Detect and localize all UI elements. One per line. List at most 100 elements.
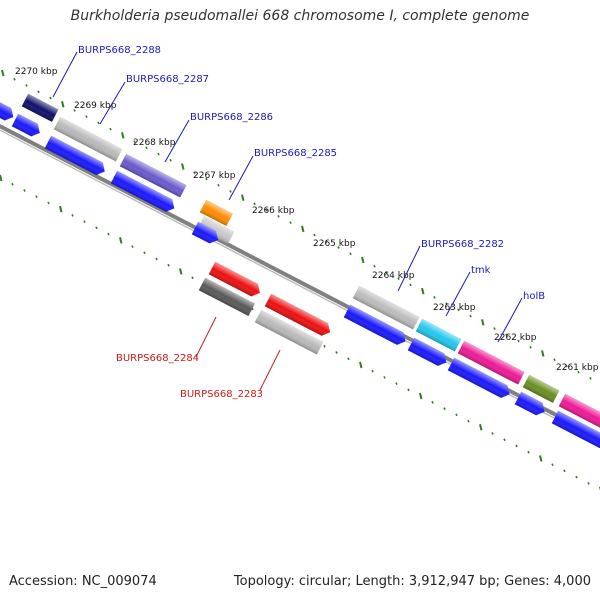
gene-label-burps668-2283[interactable]: BURPS668_2283	[180, 389, 263, 400]
tick-mark-inner	[11, 182, 14, 186]
leader-line-2285	[228, 155, 254, 201]
gene-burps668-2280[interactable]	[558, 393, 600, 434]
tick-mark-outer	[253, 202, 256, 206]
gene-features	[0, 93, 600, 451]
tick-label-2263: 2263 kbp	[433, 303, 476, 313]
tick-mark-inner	[35, 195, 38, 199]
leader-line-2287	[99, 81, 126, 125]
tick-mark-outer	[157, 152, 160, 156]
tick-mark-outer	[385, 271, 388, 274]
gene-label-tmk[interactable]: tmk	[471, 265, 491, 276]
tick-mark-inner	[383, 376, 386, 379]
tick-mark-inner	[359, 361, 363, 369]
tick-mark-inner	[143, 251, 146, 255]
tick-mark-inner	[479, 424, 483, 431]
gene-label-burps668-2287[interactable]: BURPS668_2287	[126, 74, 209, 85]
cds-arrow[interactable]	[447, 357, 513, 401]
tick-mark-inner	[587, 482, 590, 485]
tick-label-2270: 2270 kbp	[15, 67, 58, 77]
tick-mark-outer	[241, 194, 245, 201]
tick-mark-outer	[589, 377, 592, 380]
tick-mark-inner	[131, 245, 134, 248]
tick-mark-outer	[469, 314, 472, 318]
tick-label-2266: 2266 kbp	[252, 206, 295, 216]
tick-mark-outer	[421, 287, 425, 295]
leader-line-holB	[497, 297, 523, 343]
tick-mark-outer	[445, 302, 448, 305]
tick-mark-outer	[361, 256, 365, 264]
tick-label-2269: 2269 kbp	[74, 101, 117, 111]
tick-mark-outer	[61, 100, 65, 108]
tick-mark-inner	[443, 407, 446, 410]
tick-mark-inner	[503, 438, 506, 442]
tick-label-2265: 2265 kbp	[313, 239, 356, 249]
tick-mark-inner	[191, 276, 194, 280]
gene-label-burps668-2286[interactable]: BURPS668_2286	[190, 112, 273, 123]
gene-tmk[interactable]	[415, 318, 462, 352]
gene-label-burps668-2282[interactable]: BURPS668_2282	[421, 239, 504, 250]
tick-mark-outer	[181, 163, 185, 170]
cds-arrow[interactable]	[343, 304, 409, 348]
tick-mark-outer	[133, 140, 136, 143]
tick-mark-outer	[1, 69, 5, 77]
gene-burps668-2284[interactable]	[198, 277, 255, 317]
tick-mark-inner	[179, 268, 183, 275]
tick-mark-outer	[337, 246, 340, 249]
leader-line-2286	[164, 119, 190, 163]
accession-text: Accession: NC_009074	[9, 574, 157, 589]
tick-mark-outer	[145, 146, 148, 150]
tick-mark-outer	[565, 364, 568, 368]
gene-label-holb[interactable]: holB	[523, 291, 545, 302]
cds-arrow[interactable]	[407, 337, 450, 369]
gene-label-burps668-2288[interactable]: BURPS668_2288	[78, 45, 161, 56]
tick-mark-inner	[323, 344, 326, 348]
tick-mark-outer	[493, 327, 496, 330]
tick-mark-inner	[515, 444, 518, 448]
leader-line-2282	[397, 245, 421, 292]
tick-mark-outer	[481, 319, 485, 326]
cds-arrow[interactable]	[110, 170, 178, 215]
gene-burps668-2285[interactable]	[199, 199, 233, 227]
tick-mark-outer	[433, 296, 436, 299]
cds-arrow[interactable]	[551, 410, 600, 451]
cds-arrow[interactable]	[191, 221, 222, 246]
gene-label-burps668-2284[interactable]: BURPS668_2284	[116, 353, 199, 364]
gene-burps668-2281[interactable]	[522, 374, 560, 403]
tick-mark-outer	[205, 177, 208, 181]
tick-mark-inner	[455, 413, 458, 417]
cds-arrow[interactable]	[0, 99, 17, 123]
leader-line-2283	[259, 349, 281, 391]
gene-holb[interactable]	[457, 340, 525, 385]
tick-mark-outer	[73, 109, 76, 112]
tick-mark-inner	[335, 351, 338, 354]
gene-label-burps668-2285[interactable]: BURPS668_2285	[254, 148, 337, 159]
cds-arrow[interactable]	[44, 135, 108, 178]
tick-label-2268: 2268 kbp	[133, 138, 176, 148]
tick-mark-outer	[109, 127, 112, 131]
tick-mark-outer	[301, 225, 305, 233]
cds-arrow[interactable]	[514, 391, 548, 418]
gene-minus-red[interactable]	[208, 261, 263, 299]
tick-mark-outer	[25, 84, 28, 87]
tick-mark-outer	[505, 333, 508, 337]
gene-burps668-2283[interactable]	[254, 309, 324, 355]
gene-burps668-2287[interactable]	[53, 116, 123, 162]
gene-burps668-2286[interactable]	[119, 153, 187, 198]
cds-arrow[interactable]	[197, 215, 235, 244]
tick-mark-outer	[517, 339, 520, 343]
tick-mark-outer	[217, 183, 220, 187]
gene-minus-red-2[interactable]	[264, 293, 334, 339]
tick-mark-inner	[71, 214, 74, 217]
gene-burps668-2288[interactable]	[21, 93, 59, 122]
cds-arrow[interactable]	[11, 113, 43, 139]
tick-mark-inner	[575, 475, 578, 479]
tick-mark-outer	[553, 358, 556, 362]
tick-mark-outer	[169, 158, 172, 162]
tick-mark-inner	[551, 463, 554, 467]
tick-mark-outer	[577, 370, 580, 374]
tick-mark-inner	[467, 419, 470, 423]
tick-mark-inner	[95, 226, 98, 230]
tick-mark-inner	[23, 189, 26, 192]
gene-burps668-2282[interactable]	[352, 285, 420, 330]
